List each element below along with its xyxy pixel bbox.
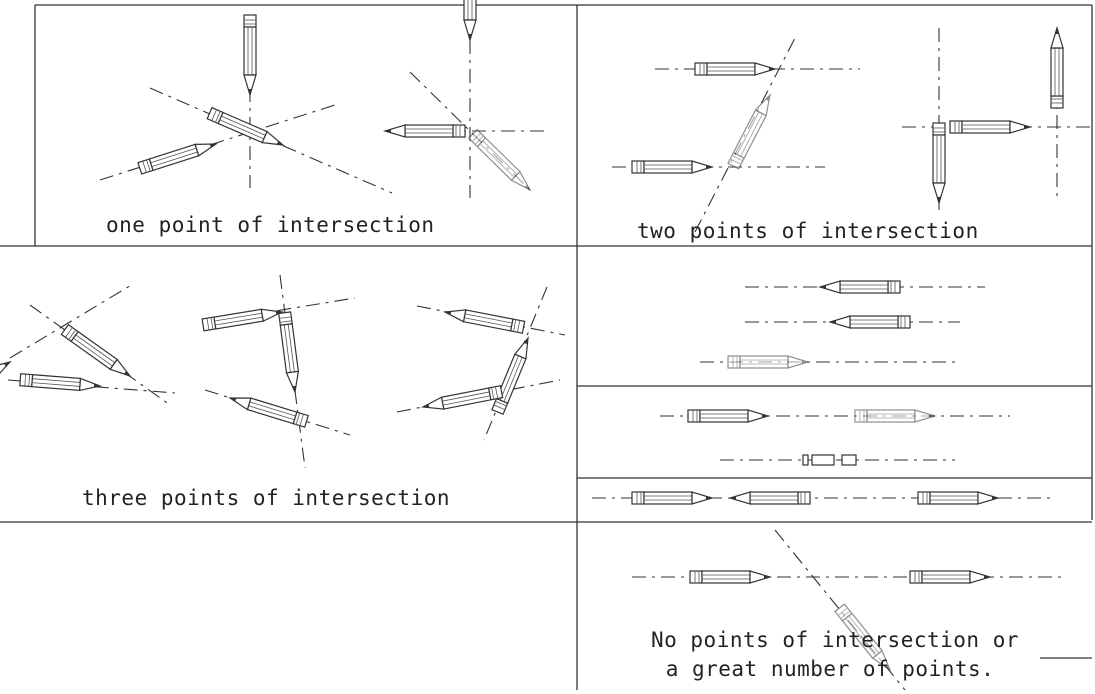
- pencil-icon: [421, 385, 504, 414]
- pencil-icon: [802, 454, 857, 466]
- caption-no-points-line2: a great number of points.: [665, 657, 995, 681]
- pencil-icon: [0, 356, 14, 409]
- pencil-icon: [631, 491, 713, 505]
- pencil-icon: [60, 324, 135, 382]
- pencil-icon: [819, 280, 901, 294]
- pencil-icon: [729, 491, 811, 505]
- pencil-icon: [278, 311, 302, 394]
- pencil-icon: [1050, 27, 1064, 109]
- pencil-icon: [854, 409, 936, 423]
- caption-three-points: three points of intersection: [82, 486, 451, 510]
- pencil-icon: [689, 570, 771, 584]
- caption-two-points: two points of intersection: [637, 219, 979, 243]
- panel-three-points: [0, 274, 566, 469]
- caption-one-point: one point of intersection: [106, 213, 435, 237]
- pencil-icon: [201, 305, 284, 332]
- pencil-icon: [243, 14, 257, 96]
- pencil-icon: [19, 373, 102, 393]
- panel-no-points: [592, 280, 1055, 505]
- pencil-icon: [829, 315, 911, 329]
- pencil-icon: [687, 409, 769, 423]
- pencil-icon: [384, 124, 466, 138]
- pencil-icon: [206, 107, 286, 152]
- panel-two-points: [612, 27, 1090, 233]
- pencil-icon: [491, 335, 535, 415]
- pencil-icon: [468, 129, 535, 195]
- pencil-icon: [694, 62, 776, 76]
- caption-no-points-line1: No points of intersection or: [650, 628, 1019, 652]
- pencil-icon: [917, 491, 999, 505]
- panel-many-points: [632, 529, 1065, 691]
- pencil-icon: [932, 122, 946, 204]
- pencil-icon: [443, 305, 526, 334]
- pencil-icon: [909, 570, 991, 584]
- panel-grid: [0, 4, 1093, 690]
- pencil-icon: [727, 91, 776, 170]
- pencil-icon: [727, 355, 809, 369]
- pencil-icon: [463, 0, 477, 41]
- pencil-icon: [137, 137, 219, 175]
- pencil-icon: [631, 160, 713, 174]
- panel-one-point: [99, 0, 545, 198]
- pencil-icon: [949, 120, 1031, 134]
